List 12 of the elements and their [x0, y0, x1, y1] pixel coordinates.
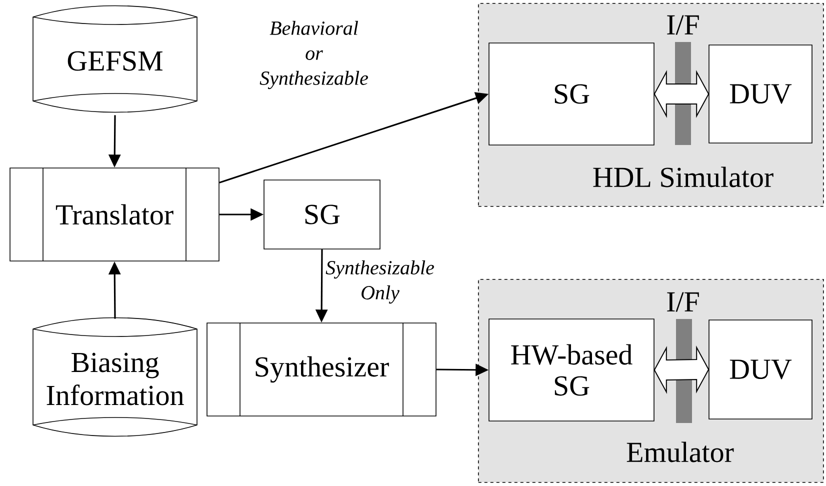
process-box: DUV — [708, 44, 812, 144]
process-box: SG — [264, 180, 380, 250]
process-box: SG — [488, 42, 654, 146]
edge-label: Synthesizable Only — [326, 260, 434, 304]
interface-label: I/F — [667, 292, 699, 312]
hollow-double-arrow — [654, 70, 710, 118]
predefined-process-box: Translator — [10, 168, 220, 262]
process-box: HW-based SG — [488, 318, 654, 422]
process-box: DUV — [708, 320, 812, 420]
edge-label: Behavioral or Synthesizable — [260, 20, 368, 90]
predefined-process-box: Synthesizer — [206, 322, 436, 416]
interface-label: I/F — [667, 15, 699, 35]
